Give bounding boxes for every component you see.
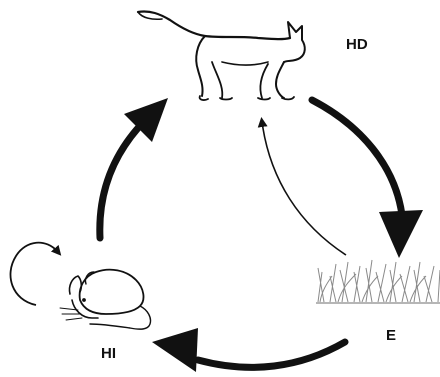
label-environment: E <box>386 328 396 343</box>
grass-icon <box>316 260 440 303</box>
mouse-icon <box>60 270 151 330</box>
arrow-e-to-hi <box>152 328 345 372</box>
cat-icon <box>138 11 305 100</box>
arrow-hi-to-hd <box>100 98 168 238</box>
arrow-hi-self-loop <box>10 243 58 305</box>
label-definitive-host: HD <box>346 37 368 52</box>
arrow-e-to-hd-thin <box>262 122 346 255</box>
arrow-hd-to-e <box>312 100 423 258</box>
label-intermediate-host: HI <box>101 346 116 361</box>
